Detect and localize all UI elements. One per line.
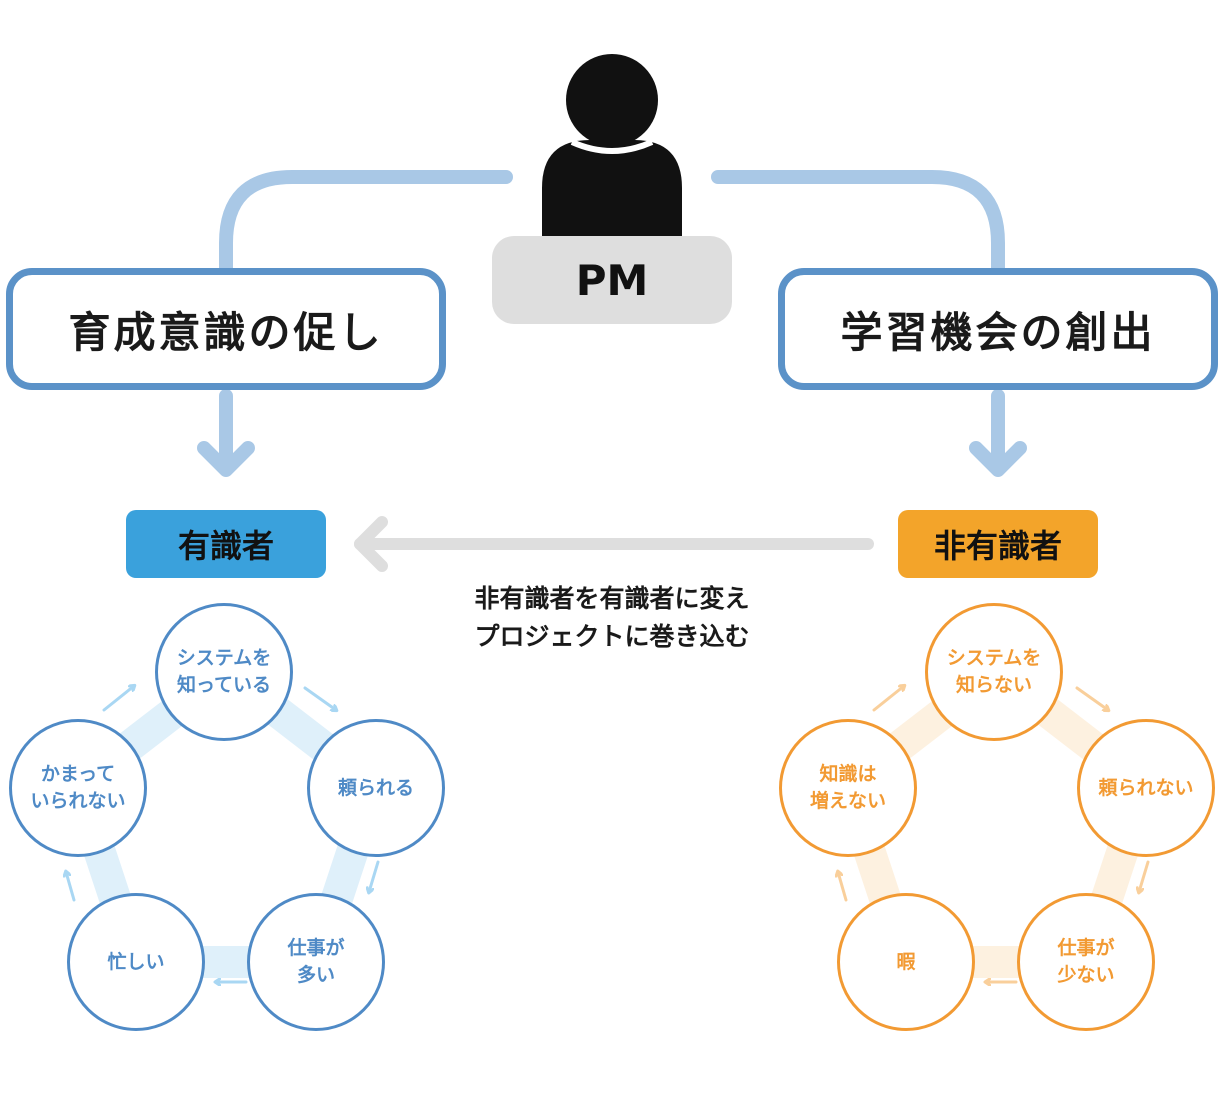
goal-right-label: 学習機会の創出 [840, 307, 1156, 357]
caption-line-2: プロジェクトに巻き込む [474, 622, 750, 651]
cycle-left-node-2: 頼られる [307, 719, 445, 857]
cycle-right-node-1: システムを 知らない [925, 603, 1063, 741]
cycle-left-node-5: かまって いられない [9, 719, 147, 857]
cycle-left-node-3: 仕事が 多い [247, 893, 385, 1031]
down-arrow-right [969, 389, 1027, 477]
cycle-arrow-right-5 [872, 686, 904, 712]
cycle-right-node-5: 知識は 増えない [779, 719, 917, 857]
pm-label: PM [575, 255, 649, 305]
pm-right-connector [711, 170, 1005, 277]
cycle-right-node-3: 仕事が 少ない [1017, 893, 1155, 1031]
cycle-arrow-left-2 [369, 860, 380, 892]
group-left-label: 有識者 [177, 527, 274, 565]
down-arrow-left [197, 389, 255, 477]
cycle-right-node-2: 頼られない [1077, 719, 1215, 857]
goal-left-label: 育成意識の促し [68, 307, 384, 357]
goal-foster-awareness: 育成意識の促し [6, 268, 446, 390]
pm-label-box: PM [492, 236, 732, 324]
person-icon [542, 54, 682, 236]
cycle-arrow-right-2 [1139, 860, 1150, 892]
group-right-label: 非有識者 [933, 527, 1062, 565]
cycle-arrow-right-1 [1075, 686, 1108, 710]
group-tag-experts: 有識者 [126, 510, 326, 578]
group-tag-non-experts: 非有識者 [898, 510, 1098, 578]
goal-create-learning: 学習機会の創出 [778, 268, 1218, 390]
cycle-arrow-left-4 [66, 872, 76, 902]
cycle-left-node-4: 忙しい [67, 893, 205, 1031]
cycle-right-node-4: 暇 [837, 893, 975, 1031]
pm-left-connector [219, 170, 513, 277]
caption-line-1: 非有識者を有識者に変え [474, 584, 750, 613]
cycle-arrow-right-4 [838, 872, 848, 902]
conversion-arrow [354, 516, 874, 572]
cycle-arrow-left-5 [102, 686, 134, 712]
conversion-caption: 非有識者を有識者に変え プロジェクトに巻き込む [412, 580, 812, 656]
cycle-left-node-1: システムを 知っている [155, 603, 293, 741]
cycle-arrow-left-1 [303, 686, 336, 710]
